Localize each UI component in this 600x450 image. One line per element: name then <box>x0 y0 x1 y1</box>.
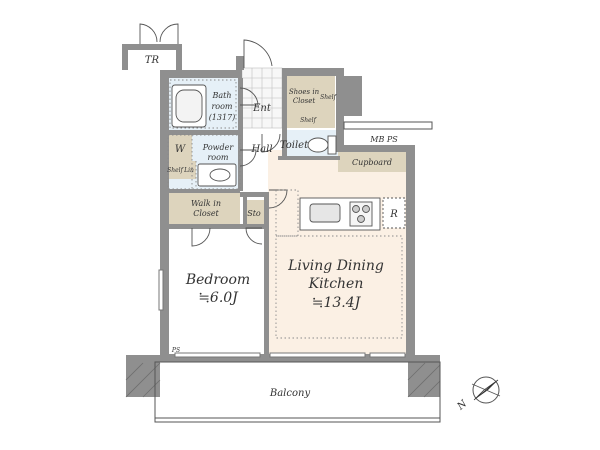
bedroom-size: ≒6.0J <box>198 290 239 306</box>
powder-room-label-line1: Powder <box>202 143 235 152</box>
kitchen-counter <box>299 197 406 231</box>
bathtub <box>171 84 207 128</box>
fridge-label: R <box>389 209 398 220</box>
walkin-closet-label-line2: Closet <box>193 209 219 218</box>
bathroom-label-line2: room <box>211 102 232 111</box>
washbasin <box>197 163 237 187</box>
shelf-top-label: Shelf <box>320 94 337 101</box>
shelf-bottom-label: Shelf <box>300 117 317 124</box>
shelf-powder-floor <box>168 161 182 179</box>
ldk-label-line1: Living Dining <box>287 258 384 274</box>
balcony-floor <box>155 362 440 422</box>
washer-floor <box>168 135 192 161</box>
compass-north-label: N <box>455 398 470 413</box>
shoes-closet-floor <box>287 76 335 128</box>
linen-label: Lin <box>183 167 194 174</box>
walls <box>122 44 440 397</box>
powder-room-label-line2: room <box>207 153 228 162</box>
bedroom-floor <box>168 228 266 355</box>
storage-floor <box>243 200 264 226</box>
bedroom-label: Bedroom <box>185 272 250 288</box>
bathroom-label-line3: (1317) <box>209 113 236 122</box>
cupboard-floor <box>338 150 408 172</box>
shoes-closet-label-line1: Shoes in <box>289 88 320 96</box>
washer-label: W <box>175 144 186 155</box>
cupboard-label: Cupboard <box>352 158 392 167</box>
entrance-label: Ent <box>252 103 272 114</box>
balcony-railing <box>154 361 441 423</box>
hall-label: Hall <box>250 144 272 155</box>
dotted-outlines <box>167 79 403 339</box>
balcony-label: Balcony <box>269 388 311 399</box>
toilet-fixture <box>307 135 337 155</box>
ldk-label-line2: Kitchen <box>308 276 364 292</box>
bathroom-label-line1: Bath <box>211 91 231 100</box>
shoes-closet-label-line2: Closet <box>293 97 316 105</box>
ps-label: PS <box>171 347 180 354</box>
linen-floor <box>182 161 196 179</box>
storage-label: Sto <box>247 209 261 218</box>
ldk-size: ≒13.4J <box>312 295 362 311</box>
walkin-closet-floor <box>168 192 240 226</box>
mb-ps-label: MB PS <box>369 135 398 144</box>
toilet-label: Toilet <box>280 140 309 151</box>
compass-icon <box>471 376 501 404</box>
shelf-powder-label: Shelf <box>167 167 184 174</box>
entrance-tiles <box>241 67 283 129</box>
doors <box>139 23 288 247</box>
mb-ps-ledge <box>343 121 433 130</box>
tr-label: TR <box>145 55 160 66</box>
wall-hatch <box>125 362 441 398</box>
windows <box>158 269 406 358</box>
walkin-closet-label-line1: Walk in <box>191 199 221 208</box>
